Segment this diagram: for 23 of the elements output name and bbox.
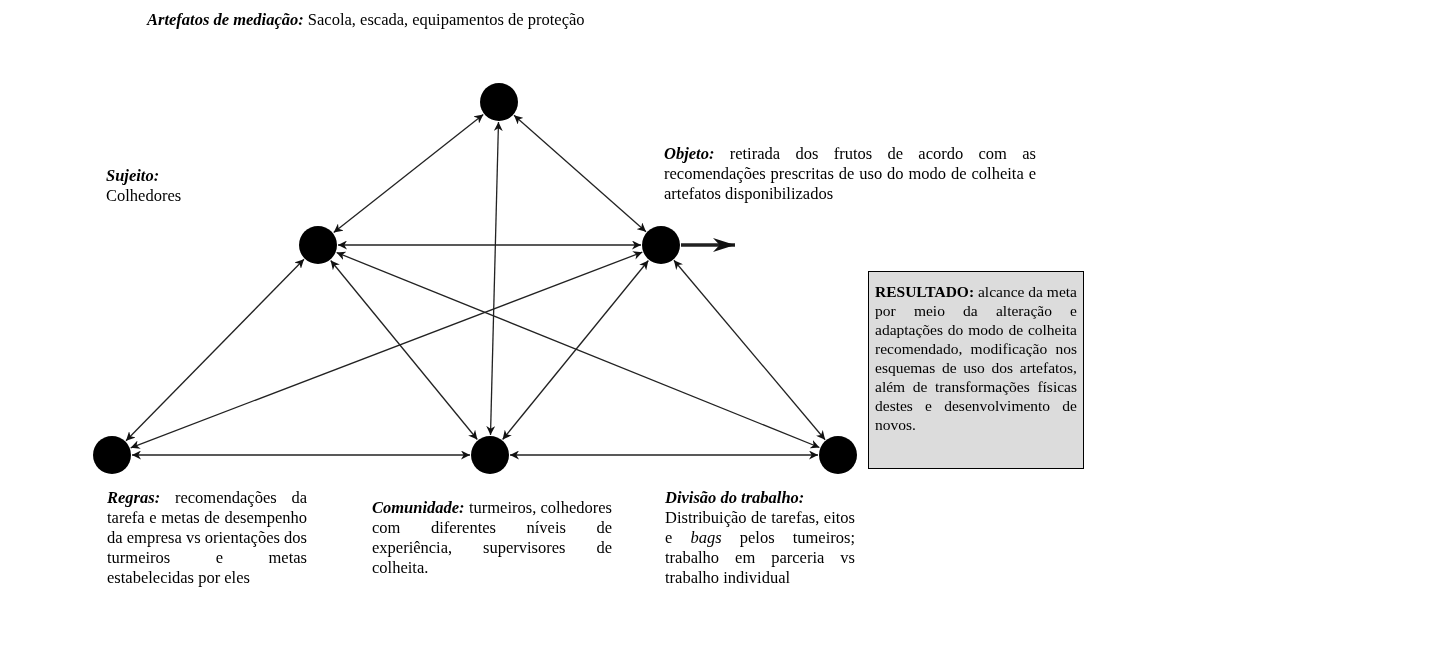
arrow xyxy=(130,251,643,449)
element-heading: Divisão do trabalho: xyxy=(665,488,806,508)
arrow xyxy=(337,240,642,250)
result-box xyxy=(868,271,1084,469)
arrow xyxy=(486,121,503,436)
arrow xyxy=(125,258,305,442)
element-description: Objeto: retirada dos frutos de acordo com as recomendações prescritas de uso do modo de colheita e artefatos disponibilizados xyxy=(664,144,1036,204)
arrow xyxy=(335,251,821,449)
arrow xyxy=(681,238,735,252)
element-description: Distribuição de tarefas, eitos e bags pelos tumeiros; trabalho em parceria vs trabalho individual xyxy=(665,508,855,588)
element-heading: Sujeito: xyxy=(106,166,161,186)
arrow xyxy=(509,450,819,460)
arrow xyxy=(513,114,647,233)
arrow xyxy=(131,450,471,460)
element-description: Artefatos de mediação: Sacola, escada, equipamentos de proteção xyxy=(147,10,586,30)
element-description: Comunidade: turmeiros, colhedores com diferentes níveis de experiência, supervisores de colheita. xyxy=(372,498,612,578)
element-description: Regras: recomendações da tarefa e metas de desempenho da empresa vs orientações dos turmeiros e metas estabelecidas por eles xyxy=(107,488,307,588)
result-text: RESULTADO: alcance da meta por meio da alteração e adaptações do modo de colheita recomendado, modificação nos esquemas de uso dos artefatos, além de transformações físicas destes e desenvolvimento de novos. xyxy=(875,282,1077,434)
arrow xyxy=(502,259,649,441)
element-description: Colhedores xyxy=(106,186,183,206)
arrow xyxy=(333,113,484,234)
arrow xyxy=(673,259,826,441)
arrow xyxy=(330,259,478,441)
